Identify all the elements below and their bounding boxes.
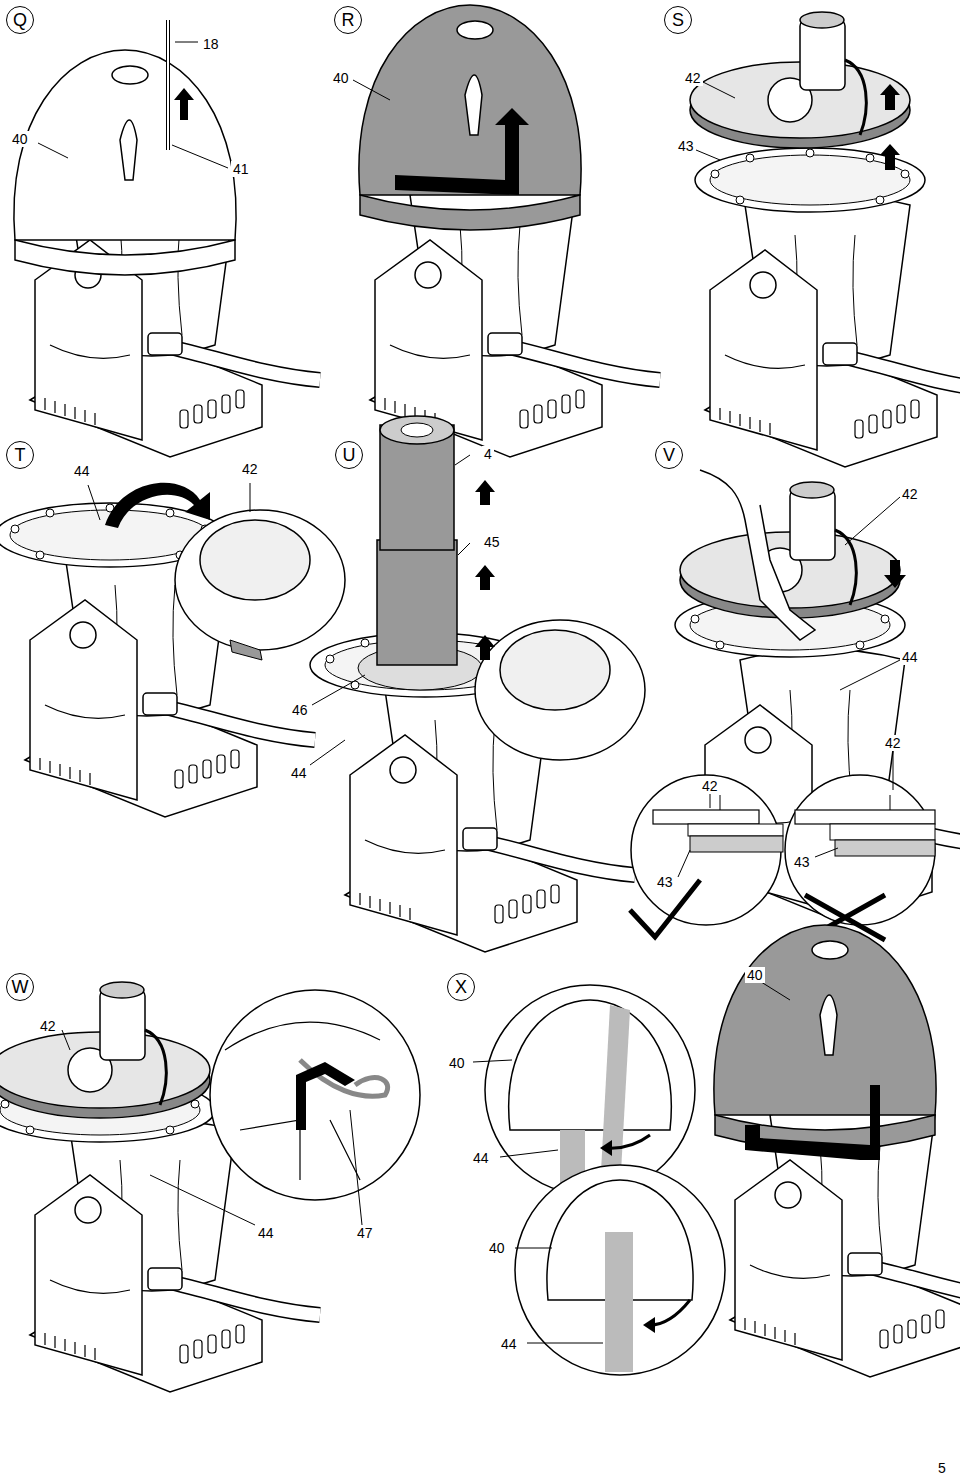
callout-number: 44 [499, 1336, 519, 1352]
zoom-wrong [785, 775, 935, 925]
zoom-ok [631, 775, 783, 925]
panel-letter-text: S [672, 11, 684, 29]
panel-letter-text: V [663, 446, 675, 464]
callout-number: 42 [883, 735, 903, 751]
callout-number: 42 [683, 70, 703, 86]
panel-letter: X [447, 973, 475, 1001]
panel-letter: U [335, 441, 363, 469]
callout-number: 40 [10, 131, 30, 147]
callout-number: 4 [482, 446, 494, 462]
callout-number: 46 [290, 702, 310, 718]
callout-number: 40 [745, 967, 765, 983]
callout-number: 42 [38, 1018, 58, 1034]
callout-number: 44 [72, 463, 92, 479]
panel-letter: W [6, 973, 34, 1001]
callout-number: 43 [792, 854, 812, 870]
callout-number: 40 [487, 1240, 507, 1256]
callout-number: 42 [700, 778, 720, 794]
panel-letter: R [334, 6, 362, 34]
lid-open [175, 510, 345, 660]
callout-number: 43 [676, 138, 696, 154]
zoom-align-1 [485, 985, 695, 1195]
callout-number: 44 [900, 649, 920, 665]
panel-letter-text: W [12, 978, 29, 996]
panel-letter-text: R [342, 11, 355, 29]
panel-letter: S [664, 6, 692, 34]
callout-number: 47 [355, 1225, 375, 1241]
panel-letter-text: Q [13, 11, 27, 29]
callout-number: 45 [482, 534, 502, 550]
callout-number: 42 [240, 461, 260, 477]
zoom-cable [210, 990, 420, 1200]
page-number: 5 [936, 1460, 948, 1476]
callout-number: 41 [231, 161, 251, 177]
callout-number: 43 [655, 874, 675, 890]
callout-number: 44 [256, 1225, 276, 1241]
panel-letter-text: X [455, 978, 467, 996]
panel-letter-text: U [343, 446, 356, 464]
callout-number: 44 [471, 1150, 491, 1166]
callout-number: 44 [289, 765, 309, 781]
callout-number: 40 [331, 70, 351, 86]
panel-letter: V [655, 441, 683, 469]
zoom-align-2 [515, 1165, 725, 1375]
callout-number: 18 [201, 36, 221, 52]
panel-letter: T [6, 441, 34, 469]
panel-letter: Q [6, 6, 34, 34]
callout-number: 40 [447, 1055, 467, 1071]
panel-letter-text: T [15, 446, 26, 464]
callout-number: 42 [900, 486, 920, 502]
lid-open [475, 620, 645, 760]
